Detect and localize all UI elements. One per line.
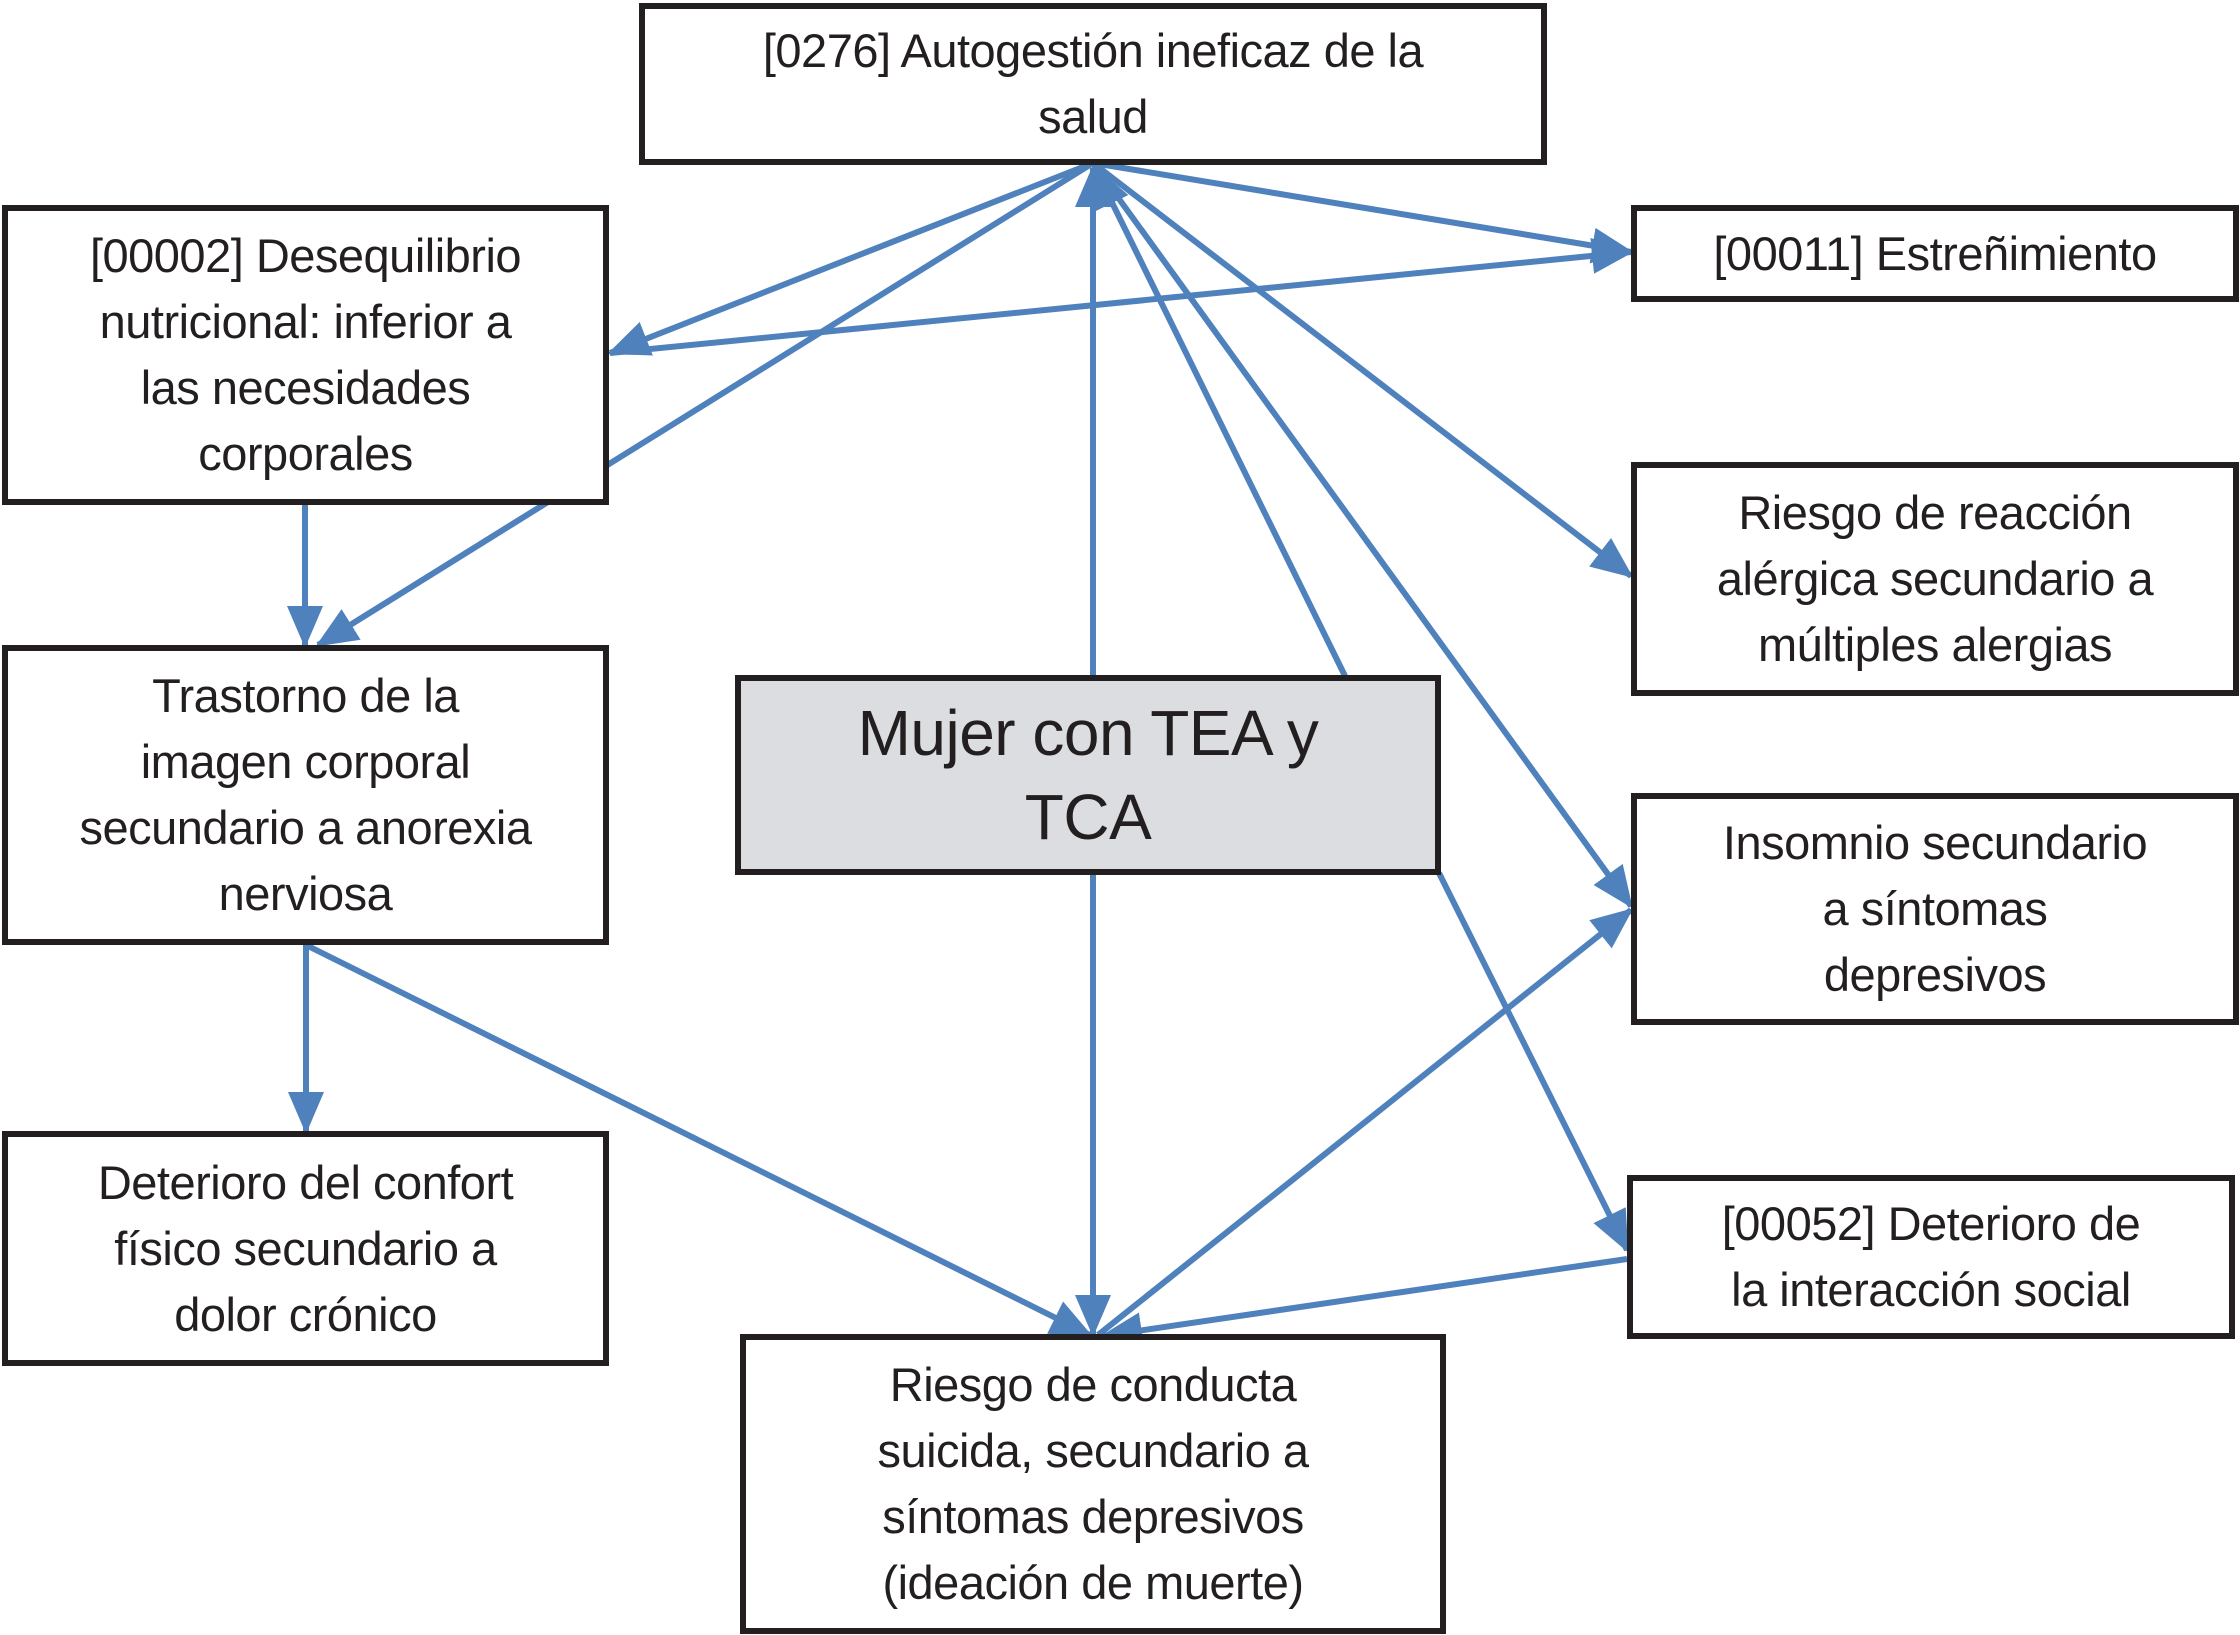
node-deterioro-confort: Deterioro del confort físico secundario … <box>2 1131 609 1366</box>
node-label: Riesgo de reacción alérgica secundario a… <box>1716 486 2154 671</box>
node-label: [00011] Estreñimiento <box>1713 226 2157 280</box>
node-label: [00052] Deterioro de la interacción soci… <box>1721 1197 2141 1316</box>
node-deterioro-interaccion-social: [00052] Deterioro de la interacción soci… <box>1627 1175 2235 1339</box>
edge-arrow-trast-to-suicida <box>304 942 1093 1338</box>
node-center-patient: Mujer con TEA y TCA <box>735 675 1441 875</box>
node-label: Deterioro del confort físico secundario … <box>97 1155 514 1341</box>
edge-arrow-top-to-insom <box>1090 161 1634 909</box>
node-riesgo-conducta-suicida: Riesgo de conducta suicida, secundario a… <box>740 1334 1446 1634</box>
edge-arrow-top-to-estr <box>1092 160 1634 264</box>
node-estrenimiento: [00011] Estreñimiento <box>1631 205 2239 302</box>
node-label: Insomnio secundario a síntomas depresivo… <box>1722 816 2148 1001</box>
node-label: [00002] Desequilibrio nutricional: infer… <box>89 229 522 480</box>
node-label: [0276] Autogestión ineficaz de la salud <box>762 24 1424 143</box>
node-insomnio: Insomnio secundario a síntomas depresivo… <box>1631 793 2239 1025</box>
edge-arrow-center-to-top <box>1092 165 1348 678</box>
node-trastorno-imagen-corporal: Trastorno de la imagen corporal secundar… <box>2 645 609 945</box>
edge-arrow-top-to-trast <box>315 160 1095 648</box>
edge-arrow-top-to-deseq <box>607 160 1095 356</box>
node-label: Mujer con TEA y TCA <box>857 697 1319 853</box>
edge-arrow-top-to-alerg <box>1091 160 1634 579</box>
edge-arrow-social-to-suicida <box>1100 1256 1628 1349</box>
node-autogestion-ineficaz: [0276] Autogestión ineficaz de la salud <box>639 3 1547 165</box>
node-desequilibrio-nutricional: [00002] Desequilibrio nutricional: infer… <box>2 205 609 505</box>
edge-arrow-suicida-to-insom <box>1096 907 1634 1338</box>
edge-arrow-deseq-to-estr <box>609 237 1634 356</box>
edge-arrow-center-to-social <box>1436 871 1630 1253</box>
node-label: Trastorno de la imagen corporal secundar… <box>79 669 532 920</box>
node-label: Riesgo de conducta suicida, secundario a… <box>877 1358 1309 1609</box>
node-riesgo-reaccion-alergica: Riesgo de reacción alérgica secundario a… <box>1631 462 2239 696</box>
